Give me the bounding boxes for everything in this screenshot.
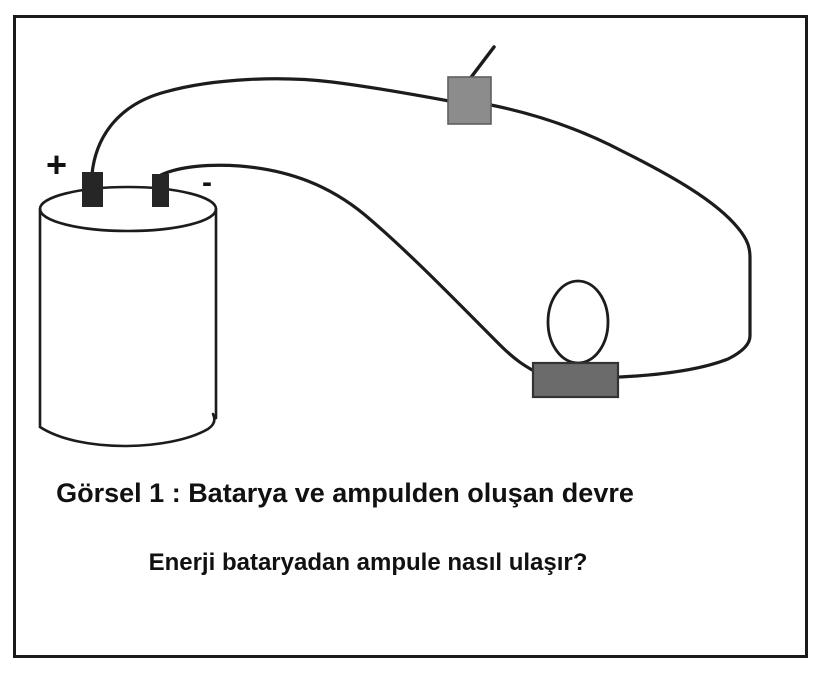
bulb-glass (546, 279, 610, 365)
figure-caption: Görsel 1 : Batarya ve ampulden oluşan de… (56, 478, 634, 508)
figure-border (13, 15, 808, 658)
positive-label: + (46, 144, 67, 185)
switch-lever (467, 45, 496, 82)
battery-positive-terminal (82, 172, 103, 207)
battery-negative-terminal (152, 174, 169, 207)
bulb-base (531, 361, 620, 399)
figure-question: Enerji bataryadan ampule nasıl ulaşır? (149, 549, 588, 576)
switch (447, 45, 496, 125)
wire-switch-to-bulb (489, 103, 752, 379)
wire-positive-to-switch (90, 77, 451, 176)
battery-top (38, 185, 218, 233)
wire-negative-to-bulb (159, 163, 536, 373)
battery-body (38, 207, 218, 448)
battery: + - (38, 144, 218, 448)
negative-label: - (202, 166, 212, 199)
light-bulb (531, 279, 620, 399)
switch-body (447, 76, 492, 125)
